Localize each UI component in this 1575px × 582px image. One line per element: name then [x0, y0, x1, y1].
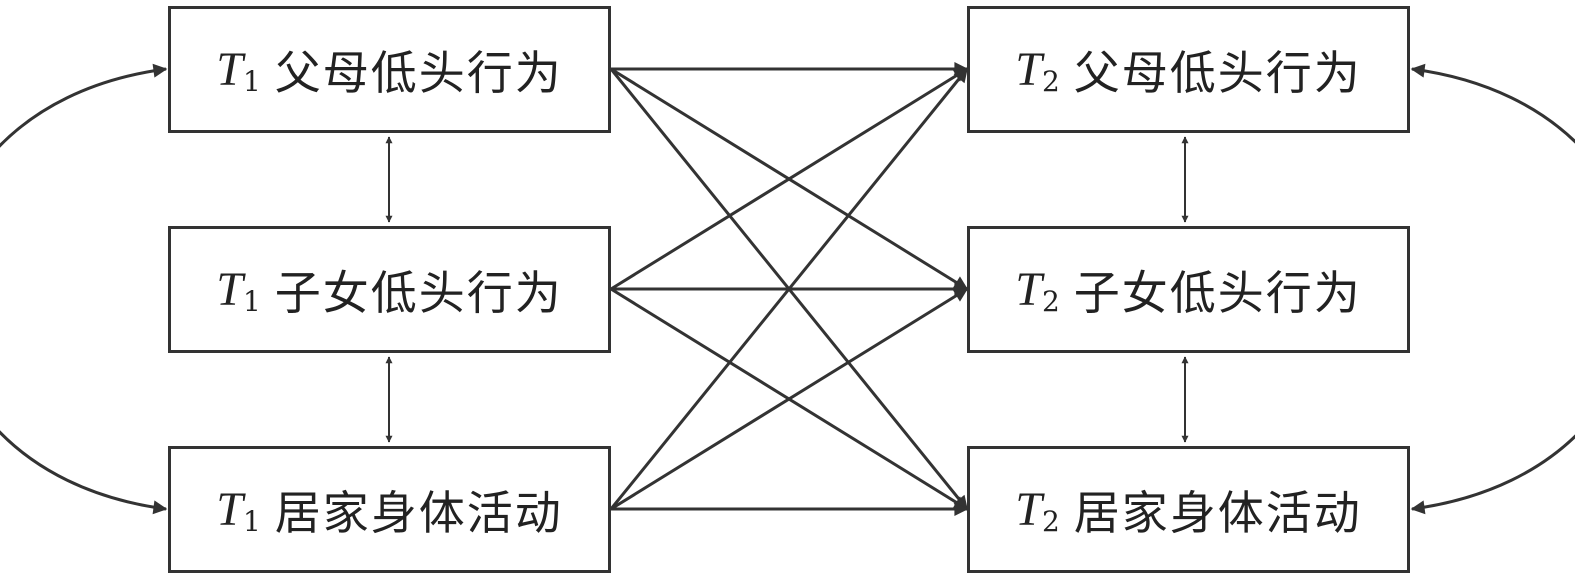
time-label: T: [216, 43, 243, 96]
node-label: 子女低头行为: [274, 265, 563, 320]
time-label: T: [1015, 263, 1042, 316]
path-t1_child-to-t2_parent: [610, 67, 969, 291]
time-subscript: 1: [242, 285, 261, 318]
time-label: T: [1015, 483, 1042, 536]
time-subscript: 1: [242, 65, 261, 98]
time-subscript: 2: [1041, 285, 1060, 318]
time-subscript: 2: [1041, 505, 1060, 538]
node-label: 父母低头行为: [1073, 45, 1362, 100]
time-label: T: [216, 483, 243, 536]
node-label: 父母低头行为: [274, 45, 563, 100]
time-subscript: 1: [242, 505, 261, 538]
time-label: T: [1015, 43, 1042, 96]
time-label: T: [216, 263, 243, 316]
edge-layer: [0, 62, 1575, 516]
time-subscript: 2: [1041, 65, 1060, 98]
correlation-t1_parent-t1_home: [0, 63, 168, 515]
node-label: 子女低头行为: [1073, 265, 1362, 320]
node-label: 居家身体活动: [274, 485, 563, 540]
path-t1_home-to-t2_child: [610, 287, 969, 511]
path-t1_home-to-t2_parent: [609, 67, 969, 510]
correlation-t2_parent-t2_home: [1410, 63, 1575, 515]
node-label: 居家身体活动: [1073, 485, 1362, 540]
